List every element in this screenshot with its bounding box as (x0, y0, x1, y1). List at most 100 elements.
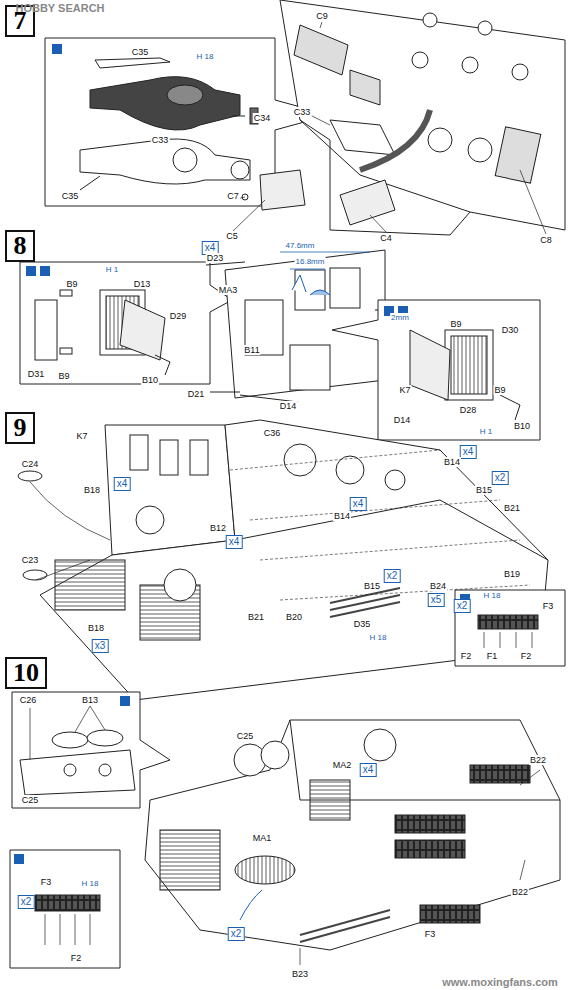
part-label: C36 (263, 428, 282, 438)
part-label: B22 (529, 755, 547, 765)
inset-panel (10, 850, 120, 968)
multiplier-text: x2 (21, 896, 32, 907)
multiplier-text: x2 (231, 928, 242, 939)
part-label: D13 (133, 279, 152, 289)
part-label: F2 (520, 651, 533, 661)
part-label: D29 (169, 311, 188, 321)
multiplier-text: x2 (457, 600, 468, 611)
step-number-text: 9 (14, 413, 27, 442)
step-number-text: 8 (14, 231, 27, 260)
part-label: K7 (398, 385, 411, 395)
color-callout: 2mm (390, 313, 410, 323)
watermark: HOBBY SEARCH (14, 3, 105, 13)
multiplier-box: x4 (460, 445, 477, 459)
multiplier-text: x4 (229, 536, 240, 547)
part-label: B13 (81, 695, 99, 705)
hull-top (40, 420, 548, 700)
multiplier-text: x4 (117, 478, 128, 489)
multiplier-text: x2 (387, 570, 398, 581)
multiplier-box: x3 (92, 639, 109, 653)
part-label: D35 (353, 619, 372, 629)
multiplier-text: x3 (95, 640, 106, 651)
part-label: B21 (503, 503, 521, 513)
part-label: F1 (486, 651, 499, 661)
part-label: C9 (315, 11, 329, 21)
part-label: B18 (87, 623, 105, 633)
multiplier-box: x2 (228, 927, 245, 941)
multiplier-box: x4 (350, 497, 367, 511)
multiplier-box: x2 (384, 569, 401, 583)
part-label: K7 (75, 431, 88, 441)
part-label: B9 (65, 279, 78, 289)
part-label: C8 (539, 235, 553, 245)
part-label: D30 (501, 325, 520, 335)
part-label: D14 (393, 415, 412, 425)
multiplier-box: x2 (492, 471, 509, 485)
part-label: B9 (57, 371, 70, 381)
part-label: C7 (226, 191, 240, 201)
part-label: F3 (542, 601, 555, 611)
part-label: B11 (243, 345, 260, 355)
multiplier-text: x4 (363, 764, 374, 775)
part-label: B20 (285, 612, 303, 622)
multiplier-box: x5 (428, 593, 445, 607)
multiplier-box: x4 (226, 535, 243, 549)
part-label: D14 (279, 401, 298, 411)
watermark: www.moxingfans.com (441, 977, 559, 987)
multiplier-text: x4 (353, 498, 364, 509)
part-label: B18 (83, 485, 101, 495)
color-callout: H 18 (81, 879, 100, 889)
part-label: B10 (513, 421, 531, 431)
part-label: F3 (424, 929, 437, 939)
part-label: C23 (21, 555, 40, 565)
part-label: F3 (40, 877, 53, 887)
color-callout: 47.6mm (285, 241, 316, 251)
part-label: D23 (206, 253, 225, 263)
part-label: B21 (247, 612, 265, 622)
part-label: B12 (209, 523, 227, 533)
step-number: 8 (5, 230, 35, 262)
superstructure-k7 (105, 425, 235, 555)
inset-panel (332, 300, 540, 440)
multiplier-text: x4 (205, 242, 216, 253)
color-callout: H 18 (483, 591, 502, 601)
part-label: D31 (27, 369, 46, 379)
step-number-text: 10 (13, 658, 39, 687)
multiplier-text: x5 (431, 594, 442, 605)
multiplier-box: x4 (360, 763, 377, 777)
part-label: D28 (459, 405, 478, 415)
hull-rear (280, 0, 565, 230)
part-label: C5 (225, 231, 239, 241)
part-label: B24 (429, 581, 447, 591)
part-label: MA3 (218, 285, 239, 295)
part-label: MA1 (252, 833, 273, 843)
step-number: 9 (5, 412, 35, 444)
inset-panel (20, 262, 232, 384)
part-label: F2 (460, 651, 473, 661)
color-callout: 16.8mm (295, 257, 326, 267)
color-callout: H 18 (196, 52, 215, 62)
part-label: B22 (511, 887, 529, 897)
part-label: B15 (475, 485, 493, 495)
part-label: C35 (61, 191, 80, 201)
part-label: B19 (503, 569, 521, 579)
part-label: MA2 (332, 760, 353, 770)
multiplier-text: x2 (495, 472, 506, 483)
part-label: F2 (70, 953, 83, 963)
part-label: C34 (253, 113, 272, 123)
step-number: 10 (5, 657, 47, 689)
color-callout: H 18 (369, 633, 388, 643)
part-label: B15 (363, 581, 381, 591)
color-callout: H 1 (105, 265, 119, 275)
part-label: C25 (236, 731, 255, 741)
part-label: B9 (493, 385, 506, 395)
part-label: B10 (141, 375, 159, 385)
part-label: B14 (333, 511, 351, 521)
part-label: B9 (449, 319, 462, 329)
part-label: C4 (379, 233, 393, 243)
part-label: C26 (19, 695, 38, 705)
part-label: C35 (131, 47, 150, 57)
multiplier-box: x2 (454, 599, 471, 613)
multiplier-text: x4 (463, 446, 474, 457)
